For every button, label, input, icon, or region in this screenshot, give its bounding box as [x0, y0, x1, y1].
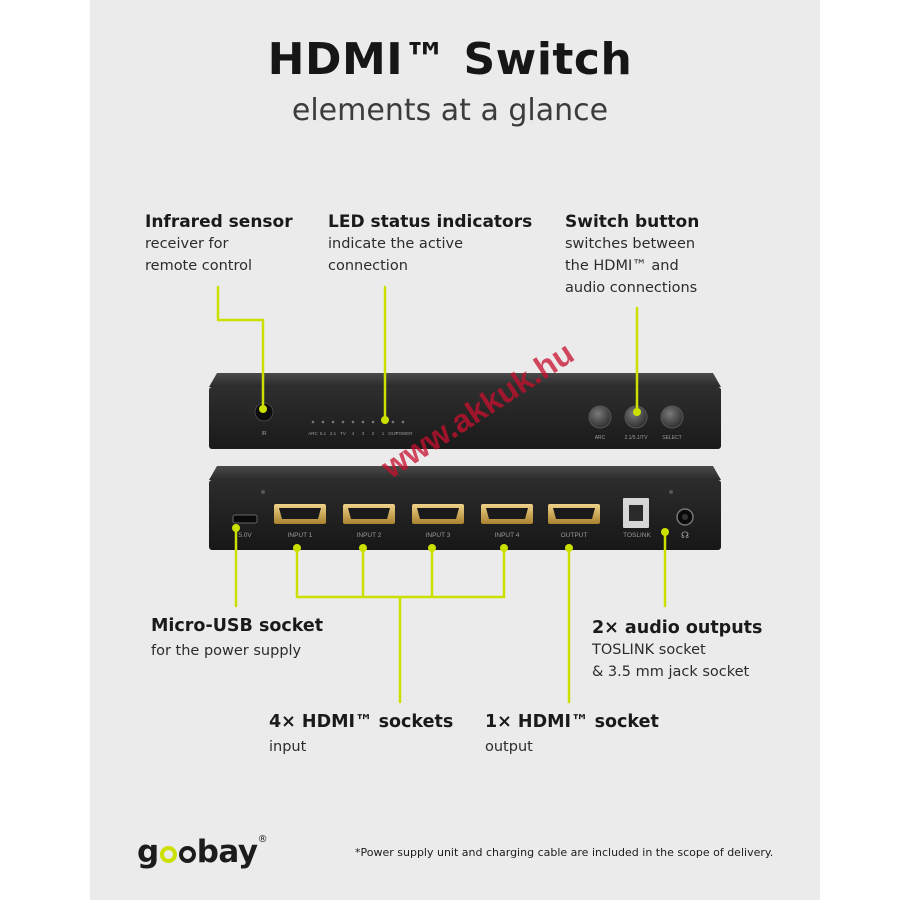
arc-button-icon[interactable] [588, 405, 612, 429]
headphone-icon: ☊ [681, 531, 689, 541]
logo-prefix: g [137, 834, 159, 870]
audio-label: 2× audio outputs TOSLINK socket & 3.5 mm… [592, 617, 762, 683]
port-label-input4: INPUT 4 [495, 532, 520, 539]
callout-dot [565, 544, 573, 552]
switch-desc-3: audio connections [565, 280, 698, 296]
led-label-51: 5.1 [320, 431, 327, 436]
port-label-input2: INPUT 2 [357, 532, 382, 539]
led-dot [371, 420, 375, 424]
hdmi-in-label: 4× HDMI™ sockets input [269, 711, 453, 758]
footnote: *Power supply unit and charging cable ar… [355, 846, 774, 859]
led-label: LED status indicators indicate the activ… [328, 211, 532, 277]
callout-dot [293, 544, 301, 552]
logo-o-green-icon [159, 846, 177, 863]
logo-o-icon [178, 846, 196, 863]
micro-usb-port-icon [232, 514, 258, 524]
led-dot [321, 420, 325, 424]
led-dot [351, 420, 355, 424]
hdmi-out-heading: 1× HDMI™ socket [485, 712, 659, 732]
led-heading: LED status indicators [328, 212, 533, 232]
led-label-out: OUT [388, 431, 398, 436]
port-label-toslink: TOSLINK [623, 532, 651, 539]
hdmi-output-port-icon [548, 504, 600, 524]
hdmi-port-icon [412, 504, 464, 524]
infrared-heading: Infrared sensor [145, 212, 293, 232]
led-desc-1: indicate the active [328, 236, 464, 252]
hdmi-out-desc: output [485, 739, 533, 755]
led-dot [331, 420, 335, 424]
led-desc-2: connection [328, 258, 408, 274]
page-title: HDMI™ Switch [267, 34, 633, 85]
led-dot [361, 420, 365, 424]
device-front: IR ARC 5.1 2.1 TV 4 3 2 1 OUT POWER ARC … [209, 373, 721, 449]
audio-desc-2: & 3.5 mm jack socket [592, 664, 750, 680]
switch-heading: Switch button [565, 212, 700, 232]
led-label-2: 2 [372, 431, 375, 436]
hdmi-port-icon [343, 504, 395, 524]
callout-dot [232, 524, 240, 532]
hdmi-in-desc: input [269, 739, 307, 755]
hdmi-port-icon [481, 504, 533, 524]
audio-jack-icon [676, 508, 694, 526]
device-back: 5.0V INPUT 1 INPUT 2 INPUT 3 INPUT 4 OUT… [209, 466, 721, 550]
led-label-4: 4 [352, 431, 355, 436]
infrared-label: Infrared sensor receiver for remote cont… [145, 211, 293, 277]
hdmi-out-label: 1× HDMI™ socket output [485, 711, 659, 758]
led-label-1: 1 [382, 431, 385, 436]
hdmi-in-heading: 4× HDMI™ sockets [269, 712, 454, 732]
callout-dot [359, 544, 367, 552]
toslink-port-icon [623, 498, 649, 528]
led-label-21: 2.1 [330, 431, 337, 436]
logo-suffix: bay [196, 834, 258, 870]
callout-dot [428, 544, 436, 552]
button-label-mode: 2.1/5.1/TV [624, 435, 648, 441]
microusb-desc: for the power supply [151, 643, 302, 659]
led-label-power: POWER [395, 431, 413, 436]
button-label-arc: ARC [595, 435, 606, 441]
audio-heading: 2× audio outputs [592, 618, 763, 638]
select-button-icon[interactable] [660, 405, 684, 429]
switch-desc-2: the HDMI™ and [565, 258, 679, 274]
page-subtitle: elements at a glance [291, 93, 609, 128]
callout-dot [633, 408, 641, 416]
led-label-tv: TV [340, 431, 346, 436]
microusb-heading: Micro-USB socket [151, 616, 324, 636]
led-label-3: 3 [362, 431, 365, 436]
switch-desc-1: switches between [565, 236, 696, 252]
infrared-desc-2: remote control [145, 258, 253, 274]
goobay-logo: g bay® [137, 834, 268, 870]
port-label-output: OUTPUT [561, 532, 588, 539]
switch-label: Switch button switches between the HDMI™… [565, 211, 699, 299]
infrared-desc-1: receiver for [145, 236, 229, 252]
led-dot [401, 420, 405, 424]
port-label-input1: INPUT 1 [288, 532, 313, 539]
port-label-usb: 5.0V [238, 532, 252, 539]
led-dot [391, 420, 395, 424]
microusb-label: Micro-USB socket for the power supply [151, 615, 323, 662]
port-label-input3: INPUT 3 [426, 532, 451, 539]
svg-text:IR: IR [262, 431, 267, 437]
hdmi-port-icon [274, 504, 326, 524]
led-dot [311, 420, 315, 424]
callout-dot [500, 544, 508, 552]
audio-desc-1: TOSLINK socket [592, 642, 706, 658]
callout-dot [661, 528, 669, 536]
callout-dot [381, 416, 389, 424]
logo-reg: ® [257, 834, 268, 845]
led-label-arc: ARC [308, 431, 318, 436]
callout-dot [259, 405, 267, 413]
background-panel [90, 0, 820, 900]
button-label-select: SELECT [662, 435, 681, 441]
led-dot [341, 420, 345, 424]
